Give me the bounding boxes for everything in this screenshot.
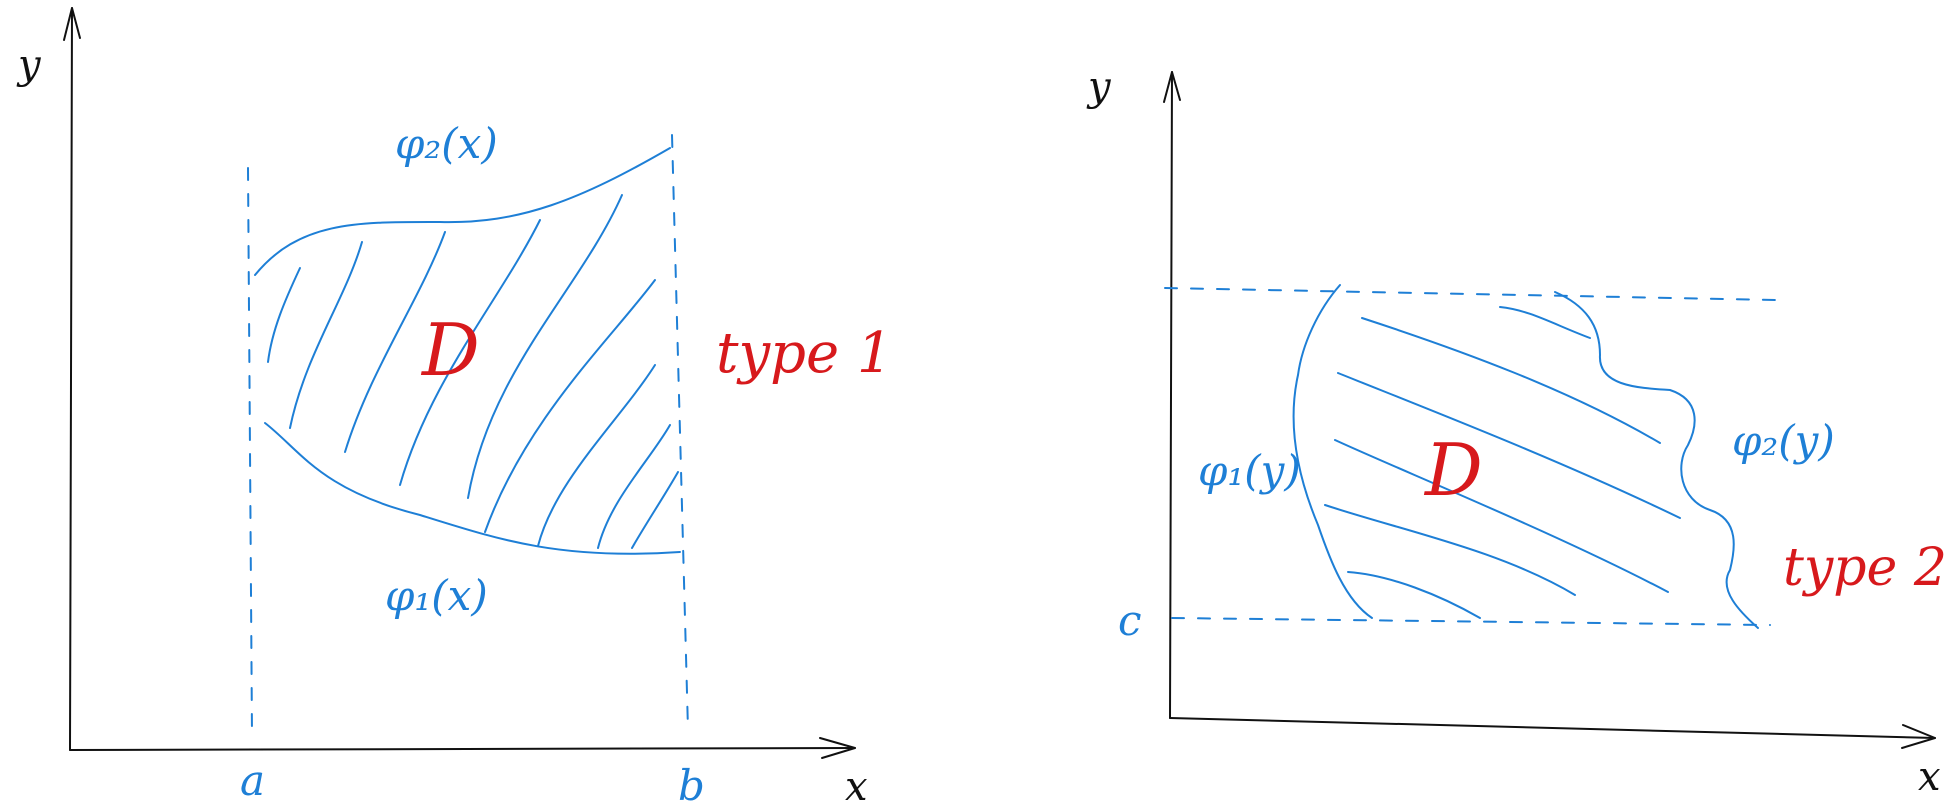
type2-line-y-top (1164, 287, 1776, 301)
type1-type-label: type 1 (716, 321, 893, 386)
type2-right-curve (1554, 291, 1759, 629)
type1-upper-curve (254, 147, 671, 276)
type1-x-axis (69, 747, 856, 751)
type2-bound-c-label: c (1118, 596, 1142, 645)
type2-hatching (1324, 306, 1681, 619)
type2-x-axis-arrow (1901, 724, 1936, 749)
type2-y-axis-label: y (1086, 64, 1112, 110)
type2-left-curve-label: φ₁(y) (1198, 446, 1301, 495)
type1-y-axis-arrow (63, 7, 81, 41)
type1-upper-curve-label: φ₂(x) (395, 119, 498, 168)
type1-line-x-a (247, 167, 253, 736)
type1-lower-curve-label: φ₁(x) (385, 571, 488, 620)
type2-line-y-c (1171, 617, 1771, 626)
type1-y-axis-label: y (16, 42, 42, 88)
type1-lower-curve (264, 422, 681, 555)
type2-x-axis (1169, 717, 1936, 739)
type2-left-curve (1292, 284, 1373, 619)
type2-right-curve-label: φ₂(y) (1732, 416, 1835, 465)
type2-y-axis-arrow (1163, 71, 1181, 103)
type1-bound-a-label: a (240, 756, 265, 805)
type1-hatching (267, 194, 679, 549)
type1-region-label: D (420, 308, 480, 392)
type1-bound-b-label: b (678, 761, 705, 810)
type2-diagram: y x φ₁(y) φ₂(y) c D type 2 (1086, 64, 1947, 800)
type1-x-axis-label: x (845, 764, 868, 810)
type1-x-axis-arrow (819, 737, 856, 759)
type1-y-axis (69, 7, 73, 751)
type2-region-label: D (1423, 428, 1483, 512)
type1-diagram: y x φ₂(x) φ₁(x) a b D type 1 (16, 7, 893, 810)
type2-x-axis-label: x (1918, 754, 1941, 800)
type2-y-axis (1169, 71, 1173, 719)
type1-line-x-b (671, 134, 689, 731)
type2-type-label: type 2 (1783, 538, 1947, 598)
